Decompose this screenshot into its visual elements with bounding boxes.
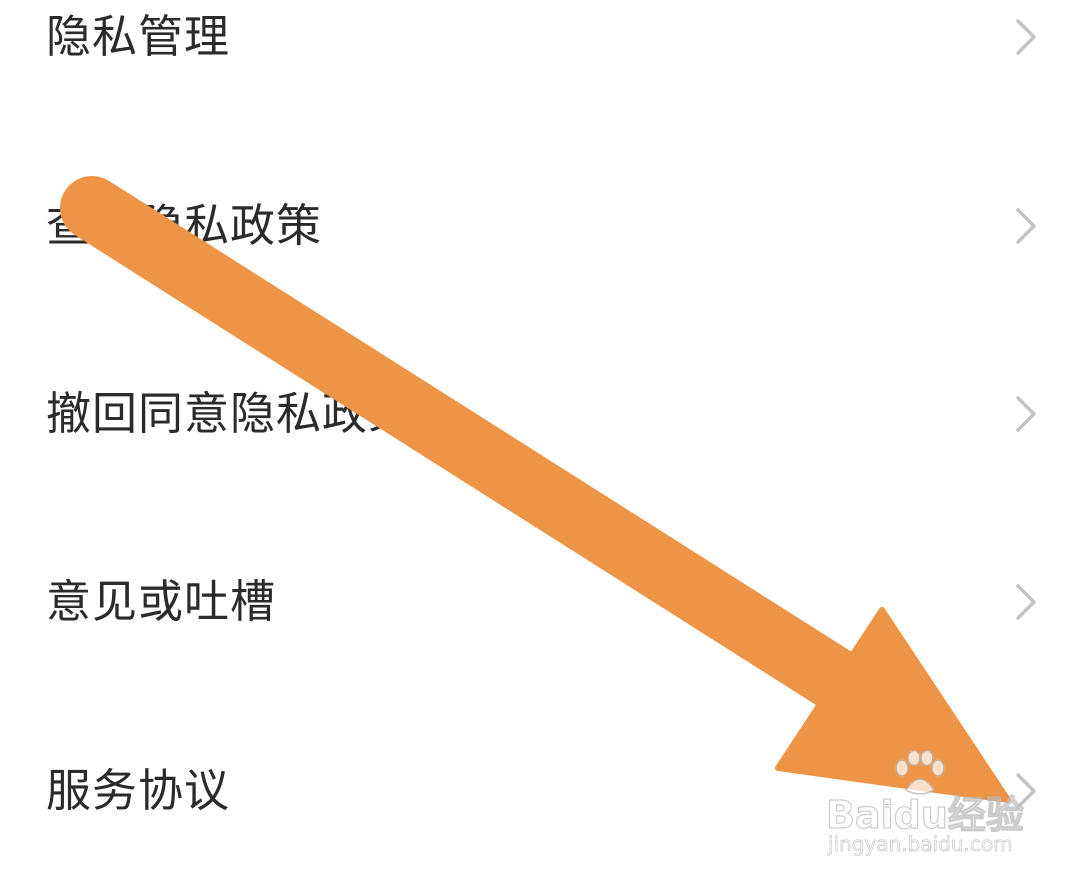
menu-item-privacy-management[interactable]: 隐私管理 (0, 0, 1080, 93)
chevron-right-icon (1008, 394, 1044, 434)
watermark-brand: Baidu经验 (825, 792, 1024, 837)
menu-item-label: 撤回同意隐私政策 (46, 387, 415, 440)
menu-item-label: 查看隐私政策 (46, 199, 323, 252)
menu-item-label: 服务协议 (46, 764, 231, 817)
watermark-url: jingyan.baidu.com (828, 832, 1013, 857)
chevron-right-icon (1008, 771, 1044, 811)
menu-item-view-privacy-policy[interactable]: 查看隐私政策 (0, 172, 1080, 282)
menu-item-label: 意见或吐槽 (46, 575, 277, 628)
paw-icon (895, 750, 945, 795)
chevron-right-icon (1008, 206, 1044, 246)
menu-item-withdraw-consent[interactable]: 撤回同意隐私政策 (0, 360, 1080, 470)
chevron-right-icon (1008, 17, 1044, 57)
chevron-right-icon (1008, 582, 1044, 622)
baidu-jingyan-watermark: Baidu经验 jingyan.baidu.com (825, 750, 1036, 860)
menu-item-feedback[interactable]: 意见或吐槽 (0, 548, 1080, 658)
menu-item-service-agreement[interactable]: 服务协议 (0, 737, 1080, 847)
menu-item-label: 隐私管理 (46, 10, 231, 63)
